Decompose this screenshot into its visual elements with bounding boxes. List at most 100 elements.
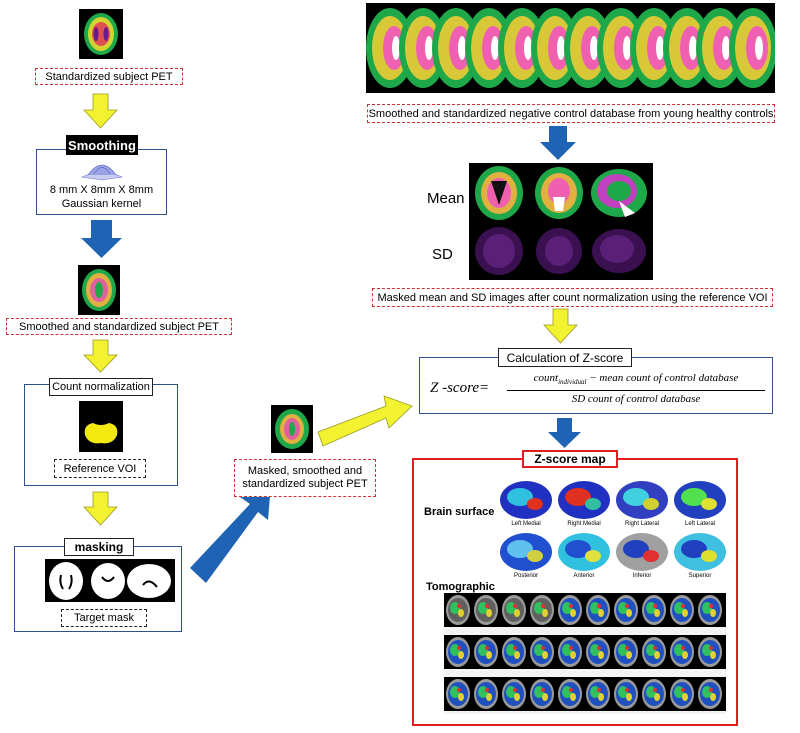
tomographic-slice (558, 595, 582, 625)
tomographic-slice (642, 595, 666, 625)
control-database-label: Smoothed and standardized negative contr… (367, 104, 775, 123)
reference-voi-text: Reference VOI (63, 462, 137, 475)
tomographic-slice (586, 637, 610, 667)
reference-voi-image (79, 401, 123, 452)
database-slice (366, 8, 414, 88)
yellow-diagonal-arrow (317, 395, 413, 447)
tomographic-slice (670, 637, 694, 667)
tomographic-slice (446, 637, 470, 667)
yellow-arrow-1 (83, 93, 118, 129)
brain-surface-label: Brain surface (424, 506, 495, 518)
database-slice (564, 8, 612, 88)
surface-view (616, 481, 668, 519)
blue-arrow-right-2 (548, 418, 581, 448)
subject-pet-image (79, 9, 123, 59)
tomographic-slice (530, 679, 554, 709)
tomographic-slice (502, 595, 526, 625)
database-slice (432, 8, 480, 88)
database-slice (696, 8, 744, 88)
tomographic-slice (530, 637, 554, 667)
surface-view (674, 481, 726, 519)
tomographic-slice (614, 679, 638, 709)
smoothing-title-text: Smoothing (68, 137, 136, 153)
blue-arrow-right-1 (540, 126, 576, 160)
mean-sd-images (469, 163, 653, 280)
target-mask-images (45, 559, 175, 602)
tomographic-slice (670, 679, 694, 709)
masked-pet-text: Masked, smoothed and standardized subjec… (242, 465, 368, 490)
smoothed-pet-text: Smoothed and standardized subject PET (19, 320, 219, 333)
tomographic-slice (642, 637, 666, 667)
masking-title: masking (64, 538, 134, 556)
surface-view (558, 533, 610, 571)
surface-view (616, 533, 668, 571)
surface-view-label: Right Medial (567, 521, 600, 527)
reference-voi-label: Reference VOI (54, 459, 146, 478)
fraction-bar (507, 390, 765, 391)
numerator-rest: − mean count of control database (586, 372, 739, 384)
subject-pet-text: Standardized subject PET (45, 70, 173, 83)
gaussian-kernel-plot (80, 155, 124, 181)
tomographic-grid (444, 593, 726, 714)
tomographic-slice (558, 679, 582, 709)
smoothed-pet-image (78, 265, 120, 315)
zscore-calculation-title: Calculation of Z-score (498, 348, 632, 367)
database-slice (399, 8, 447, 88)
tomographic-slice (586, 679, 610, 709)
smoothing-box (36, 149, 167, 215)
tomographic-label: Tomographic (426, 581, 495, 593)
tomographic-slice (614, 595, 638, 625)
masked-pet-label: Masked, smoothed and standardized subjec… (234, 459, 376, 497)
control-database-strip (366, 3, 775, 93)
surface-view-label: Inferior (633, 573, 652, 578)
surface-view (674, 533, 726, 571)
formula-lhs: Z -score= (430, 380, 490, 396)
surface-view (500, 481, 552, 519)
tomographic-slice (698, 637, 722, 667)
masked-pet-image (271, 405, 313, 453)
tomographic-slice (474, 637, 498, 667)
tomographic-slice (558, 637, 582, 667)
smoothing-desc-line2: Gaussian kernel (61, 198, 142, 210)
count-normalization-text: Count normalization (52, 381, 150, 393)
surface-view-label: Anterior (573, 573, 594, 578)
surface-view-label: Right Lateral (625, 521, 659, 527)
database-slice (465, 8, 513, 88)
tomographic-slice (670, 595, 694, 625)
mean-label: Mean (427, 190, 465, 207)
tomographic-slice (502, 679, 526, 709)
tomographic-slice (586, 595, 610, 625)
surface-view-label: Left Lateral (685, 521, 715, 527)
target-mask-text: Target mask (74, 612, 134, 624)
control-database-text: Smoothed and standardized negative contr… (368, 107, 774, 120)
target-mask-label: Target mask (61, 609, 147, 627)
blue-diagonal-arrow (190, 484, 271, 583)
zscore-calculation-text: Calculation of Z-score (506, 350, 624, 365)
yellow-arrow-3 (83, 491, 118, 526)
tomographic-slice (698, 679, 722, 709)
zscore-map-title-text: Z-score map (534, 452, 606, 466)
smoothed-pet-label: Smoothed and standardized subject PET (6, 318, 232, 335)
tomographic-slice (530, 595, 554, 625)
brain-surface-grid: Left Medial Right Medial Right Lateral Left… (497, 478, 729, 578)
surface-view (500, 533, 552, 571)
masked-mean-sd-label: Masked mean and SD images after count no… (372, 288, 773, 307)
tomographic-slice (446, 595, 470, 625)
yellow-arrow-right (543, 308, 578, 344)
zscore-map-title: Z-score map (522, 450, 618, 468)
numerator-base: count (533, 372, 559, 384)
database-slice (663, 8, 711, 88)
surface-view-label: Posterior (514, 573, 538, 578)
database-slice (729, 8, 775, 88)
tomographic-slice (446, 679, 470, 709)
formula-denominator: SD count of control database (571, 393, 701, 405)
smoothing-desc-line1: 8 mm X 8mm X 8mm (49, 184, 154, 196)
tomographic-slice (502, 637, 526, 667)
surface-view-label: Left Medial (511, 521, 540, 527)
tomographic-slice (474, 679, 498, 709)
yellow-arrow-2 (83, 339, 118, 373)
database-slice (531, 8, 579, 88)
subject-pet-label: Standardized subject PET (35, 68, 183, 85)
masked-mean-sd-text: Masked mean and SD images after count no… (377, 291, 768, 304)
